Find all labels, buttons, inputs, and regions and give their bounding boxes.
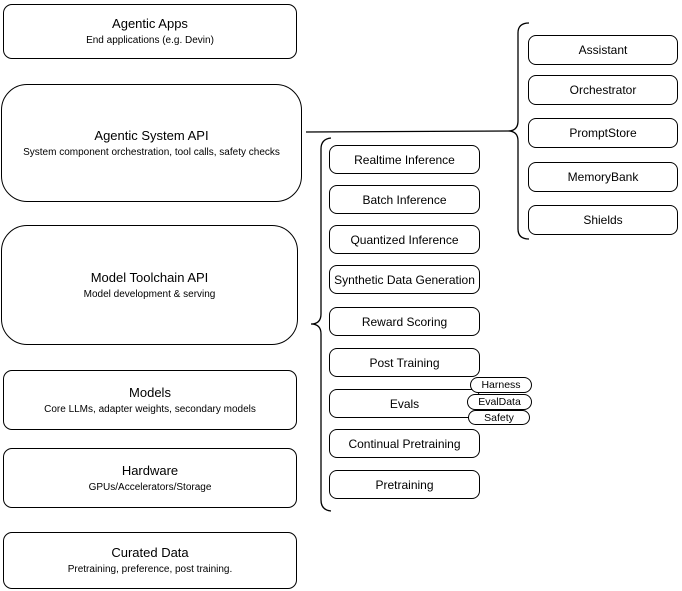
node-subtitle: Pretraining, preference, post training.	[67, 564, 233, 575]
node-label: Realtime Inference	[354, 152, 455, 167]
pill-safety: Safety	[468, 410, 530, 425]
toolchain-brace	[310, 137, 332, 512]
node-subtitle: Core LLMs, adapter weights, secondary mo…	[44, 403, 256, 415]
node-label: Shields	[583, 213, 623, 227]
node-label: Continual Pretraining	[348, 436, 461, 451]
node-label: Post Training	[369, 355, 440, 370]
node-continual-pretraining: Continual Pretraining	[329, 429, 480, 458]
node-batch-inference: Batch Inference	[329, 185, 480, 214]
node-label: MemoryBank	[567, 170, 639, 184]
node-memorybank: MemoryBank	[528, 162, 678, 192]
system-brace	[507, 22, 530, 240]
node-agentic-system-api: Agentic System API System component orch…	[1, 84, 302, 202]
node-promptstore: PromptStore	[528, 118, 678, 148]
node-synthetic-data-generation: Synthetic Data Generation	[329, 265, 480, 294]
node-models: Models Core LLMs, adapter weights, secon…	[3, 370, 297, 430]
node-label: PromptStore	[569, 126, 637, 140]
node-label: Assistant	[578, 43, 628, 57]
node-curated-data: Curated Data Pretraining, preference, po…	[3, 532, 297, 589]
node-hardware: Hardware GPUs/Accelerators/Storage	[3, 448, 297, 508]
node-label: Reward Scoring	[361, 314, 448, 329]
node-label: Orchestrator	[569, 83, 637, 97]
node-title: Hardware	[121, 462, 179, 478]
node-quantized-inference: Quantized Inference	[329, 225, 480, 254]
node-title: Models	[129, 384, 171, 400]
node-title: Agentic Apps	[112, 16, 188, 31]
node-label: Pretraining	[375, 477, 434, 492]
pill-harness: Harness	[470, 377, 532, 393]
node-title: Model Toolchain API	[90, 269, 209, 285]
node-pretraining: Pretraining	[329, 470, 480, 499]
node-title: Curated Data	[111, 545, 189, 560]
node-subtitle: GPUs/Accelerators/Storage	[88, 481, 212, 493]
node-agentic-apps: Agentic Apps End applications (e.g. Devi…	[3, 4, 297, 59]
node-assistant: Assistant	[528, 35, 678, 65]
pill-evaldata: EvalData	[467, 394, 532, 410]
pill-label: Harness	[481, 379, 521, 391]
node-post-training: Post Training	[329, 348, 480, 377]
pill-label: Safety	[484, 411, 514, 424]
node-realtime-inference: Realtime Inference	[329, 145, 480, 174]
node-model-toolchain-api: Model Toolchain API Model development & …	[1, 225, 298, 345]
node-subtitle: Model development & serving	[83, 288, 216, 300]
node-subtitle: System component orchestration, tool cal…	[23, 146, 280, 158]
pill-label: EvalData	[478, 396, 521, 408]
node-title: Agentic System API	[94, 127, 209, 143]
node-shields: Shields	[528, 205, 678, 235]
node-label: Quantized Inference	[350, 232, 459, 247]
node-reward-scoring: Reward Scoring	[329, 307, 480, 336]
node-label: Batch Inference	[362, 192, 447, 207]
system-api-connector-line	[305, 130, 509, 133]
node-evals: Evals	[329, 389, 480, 418]
node-subtitle: End applications (e.g. Devin)	[86, 35, 214, 46]
node-label: Evals	[389, 396, 420, 411]
node-label: Synthetic Data Generation	[334, 272, 475, 287]
node-orchestrator: Orchestrator	[528, 75, 678, 105]
